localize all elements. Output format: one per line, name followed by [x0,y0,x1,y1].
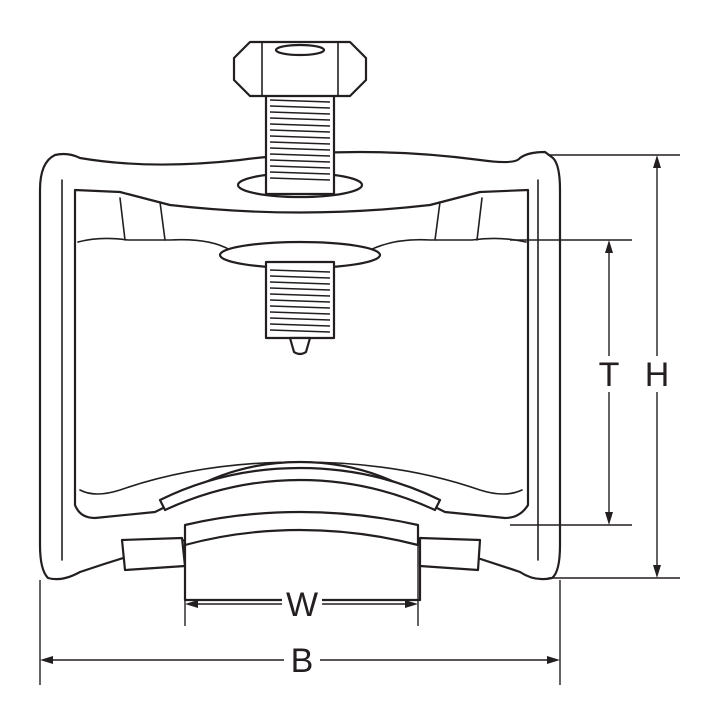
thread-line [269,135,331,139]
right-bottom-foot [418,536,482,572]
saddle-arc [158,466,442,512]
spindle-lower-threads [269,269,331,333]
dim-h-label: H [645,356,670,394]
thread-line [269,123,331,127]
thread-line [269,293,331,297]
thread-line [269,159,331,163]
dim-b-arrow-left [40,656,53,664]
thread-line [269,165,331,169]
thread-line [269,129,331,133]
thread-line [269,329,331,333]
thread-line [269,111,331,115]
thread-line [269,269,331,273]
thread-line [269,153,331,157]
dim-h-arrow-bottom [653,565,661,578]
spindle-upper [264,84,336,196]
bolt-head [232,40,368,98]
dim-w-arrow-right [405,600,418,608]
thread-line [269,311,331,315]
left-top-bracket [119,197,166,241]
bolt-recess [274,43,326,57]
thread-line [269,305,331,309]
thread-line [269,323,331,327]
dim-w-arrow-left [185,600,198,608]
dim-w-label: W [286,586,318,624]
dim-b-label: B [291,642,314,680]
thread-line [269,117,331,121]
dim-t-label: T [599,356,620,394]
left-bottom-foot [120,536,187,572]
dim-b-arrow-right [547,656,560,664]
thread-line [269,171,331,175]
spindle-upper-threads [269,99,331,181]
inner-bottom-curve [79,461,523,495]
puller-body [38,150,562,602]
thread-line [269,177,331,181]
thread-line [269,141,331,145]
thread-line [269,105,331,109]
thread-line [269,317,331,321]
right-top-bracket [434,197,483,241]
thread-line [269,147,331,151]
thread-line [269,299,331,303]
thread-line [269,275,331,279]
bolt-hex [232,40,368,98]
thread-line [269,281,331,285]
dim-t-arrow-top [605,240,613,253]
dimensions: H T W B [39,154,680,685]
dim-t-arrow-bottom [605,512,613,525]
thread-line [269,99,331,103]
thread-line [269,287,331,291]
spindle-tip [288,336,312,356]
spindle [264,84,336,356]
dim-h-arrow-top [653,155,661,168]
